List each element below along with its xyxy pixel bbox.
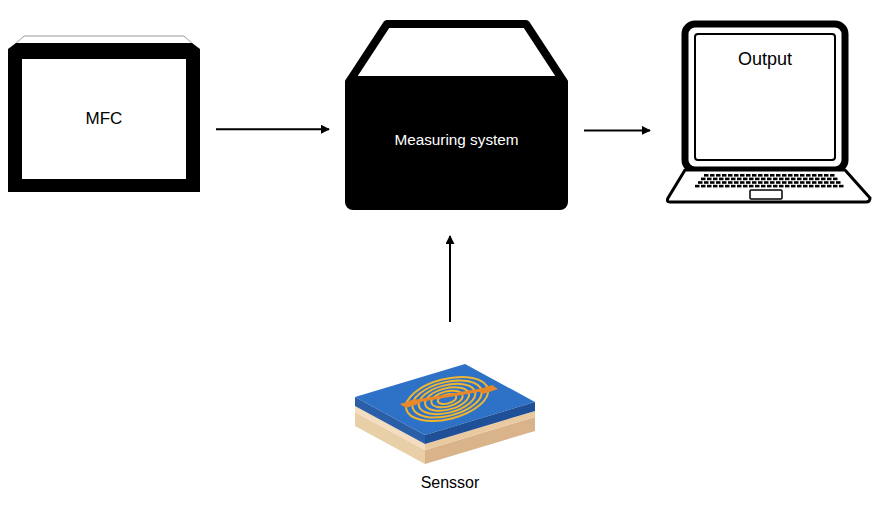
node-label: MFC — [86, 108, 123, 130]
measuring-system-box-outline — [345, 20, 568, 210]
measuring-system-box: Measuring system — [345, 20, 568, 210]
sensor-chip: Senssor — [345, 352, 555, 498]
flow-arrow — [216, 128, 329, 130]
mfc-box: MFC — [8, 35, 200, 192]
flow-arrow — [584, 129, 650, 131]
node-label: Senssor — [421, 473, 480, 494]
node-label: Measuring system — [394, 130, 518, 150]
node-label: Output — [738, 48, 792, 71]
laptop-output-outline — [666, 20, 873, 204]
flow-arrow — [449, 236, 451, 322]
laptop-output: Output — [666, 20, 873, 204]
